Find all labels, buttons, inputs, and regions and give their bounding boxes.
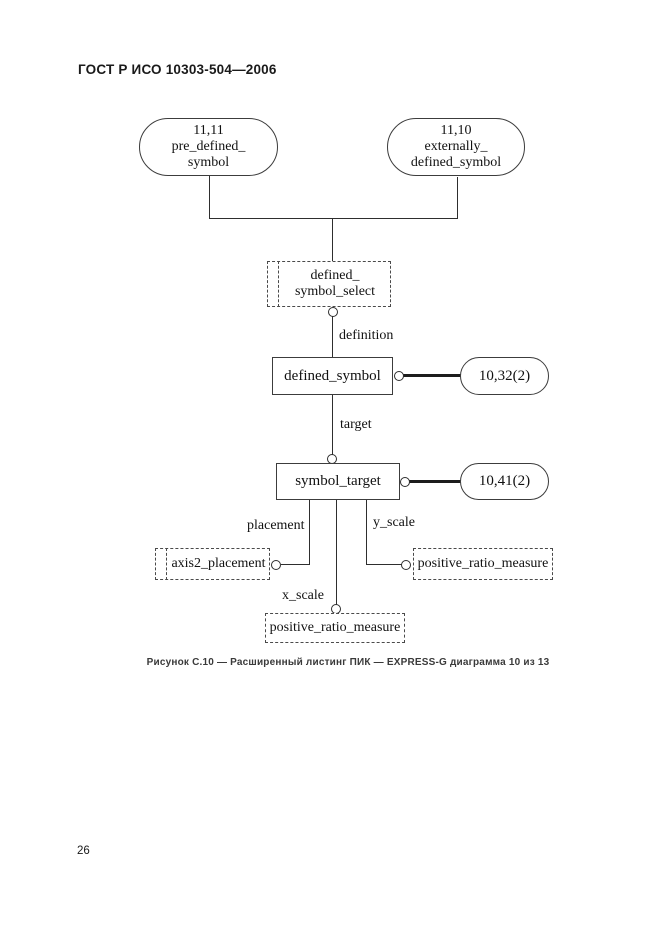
page-ref-label: 10,32(2) (478, 367, 531, 384)
connector-line-left-branch (209, 176, 211, 219)
type-label: axis2_placement (171, 556, 266, 571)
type-label: positive_ratio_measure (417, 556, 549, 571)
connector-line-y-scale-v (366, 500, 368, 565)
select-label-line: symbol_select (294, 284, 376, 299)
oval-label-line: pre_defined_ (171, 139, 246, 154)
relation-circle-definition (328, 307, 338, 317)
type-box-axis2-placement: axis2_placement (155, 548, 270, 580)
connector-line-placement-v (309, 500, 311, 565)
oval-externally-defined-symbol: 11,10 externally_ defined_symbol (387, 118, 525, 176)
page-ref-label: 10,41(2) (478, 473, 531, 489)
edge-label-target: target (340, 417, 372, 432)
connector-line-branch-join (209, 218, 458, 220)
page-ref-line-10-41 (408, 480, 461, 483)
connector-line-y-scale-h (366, 564, 402, 566)
connector-line-to-select (332, 218, 334, 262)
connector-line-target (332, 395, 334, 455)
oval-ref-number: 11,10 (440, 123, 472, 138)
oval-ref-number: 11,11 (193, 123, 224, 138)
entity-box-symbol-target: symbol_target (276, 463, 400, 500)
connector-line-x-scale (336, 500, 338, 607)
page-ref-line-10-32 (402, 374, 461, 377)
edge-label-x-scale: x_scale (282, 588, 324, 603)
entity-label: symbol_target (295, 473, 381, 489)
edge-label-definition: definition (339, 328, 394, 343)
page-ref-oval-10-32: 10,32(2) (460, 357, 549, 395)
select-box-defined-symbol-select: defined_ symbol_select (267, 261, 391, 307)
relation-circle-ref-10-41 (400, 477, 410, 487)
entity-label: defined_symbol (284, 367, 381, 384)
entity-box-defined-symbol: defined_symbol (272, 357, 393, 395)
select-label-line: defined_ (310, 268, 360, 283)
oval-label-line: defined_symbol (410, 155, 502, 170)
figure-caption: Рисунок С.10 — Расширенный листинг ПИК —… (146, 657, 550, 668)
connector-line-definition (332, 315, 334, 357)
connector-line-placement-h (281, 564, 310, 566)
select-type-marker (166, 548, 167, 580)
relation-circle-y-scale (401, 560, 411, 570)
type-box-positive-ratio-measure-y: positive_ratio_measure (413, 548, 553, 580)
document-header: ГОСТ Р ИСО 10303-504—2006 (78, 62, 277, 77)
page-ref-oval-10-41: 10,41(2) (460, 463, 549, 500)
connector-line-right-branch (457, 177, 459, 219)
edge-label-placement: placement (247, 518, 305, 533)
type-label: positive_ratio_measure (269, 620, 401, 635)
relation-circle-ref-10-32 (394, 371, 404, 381)
oval-pre-defined-symbol: 11,11 pre_defined_ symbol (139, 118, 278, 176)
select-type-marker (278, 261, 279, 307)
relation-circle-placement (271, 560, 281, 570)
edge-label-y-scale: y_scale (373, 515, 415, 530)
page-number: 26 (77, 845, 90, 857)
oval-label-line: externally_ (424, 139, 488, 154)
type-box-positive-ratio-measure-x: positive_ratio_measure (265, 613, 405, 643)
oval-label-line: symbol (187, 155, 230, 170)
